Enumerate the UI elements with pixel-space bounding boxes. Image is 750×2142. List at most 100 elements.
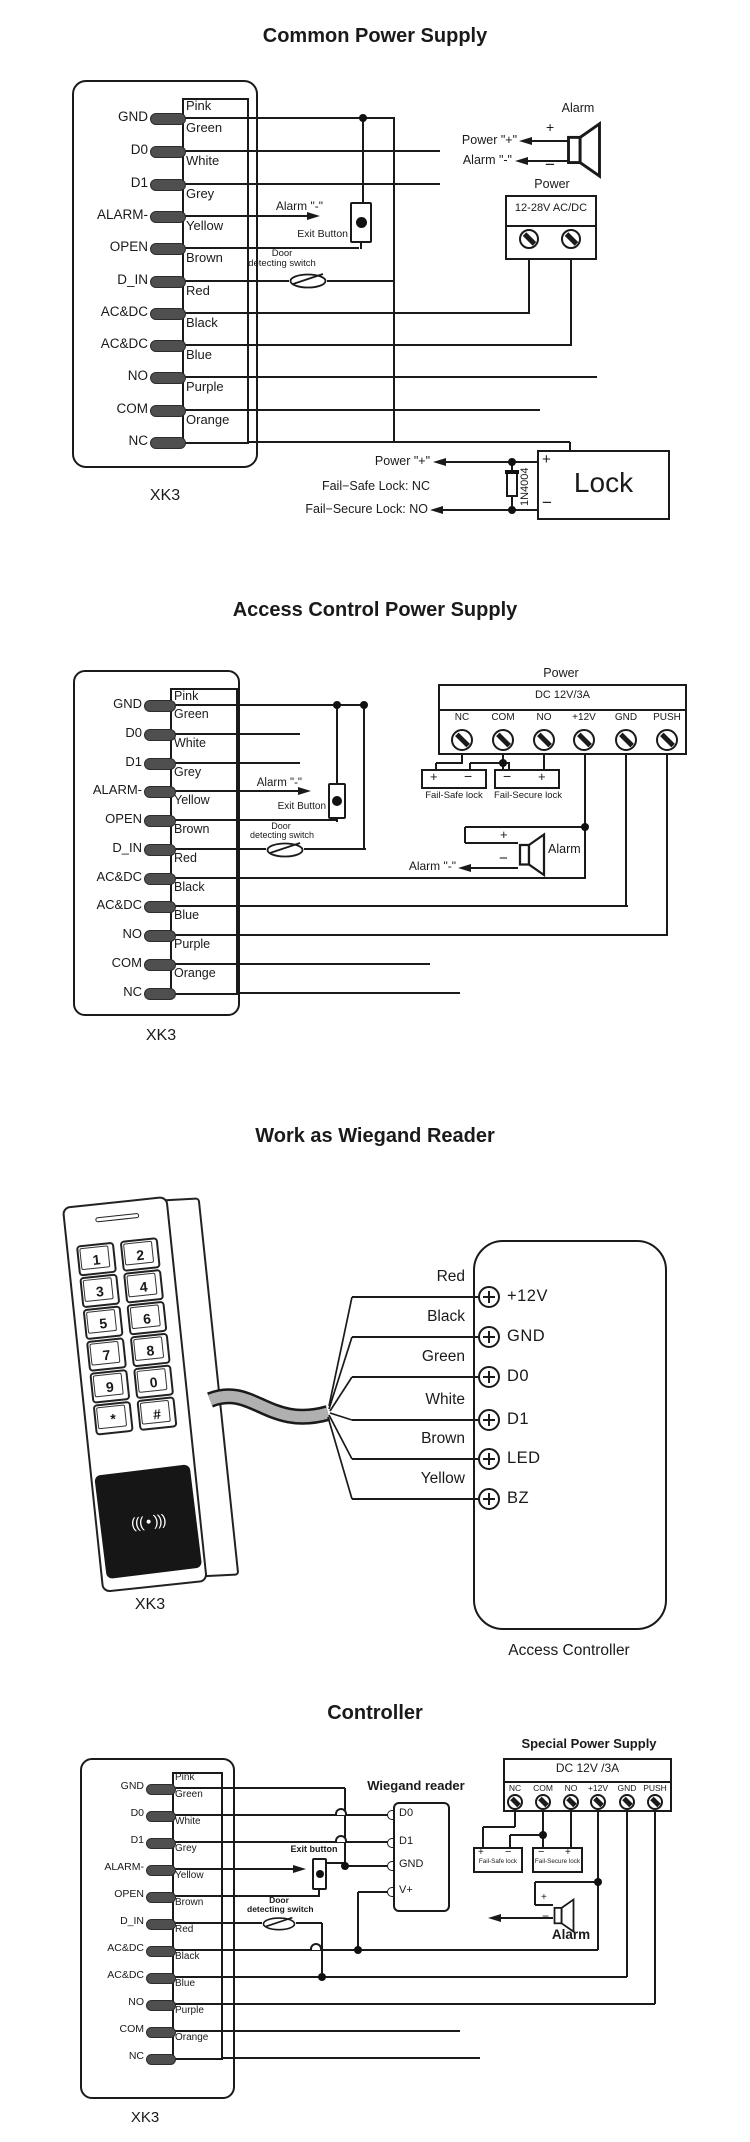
reader-pin-bump — [387, 1861, 393, 1871]
reader-pin-label: D0 — [399, 1807, 414, 1819]
pin-stub — [144, 758, 176, 770]
pin-stub — [144, 786, 176, 798]
fail-secure-lock-box — [494, 769, 560, 789]
s1-alarm-title: Alarm — [561, 101, 595, 115]
s1-exit-button-label: Exit Button — [297, 228, 348, 240]
pin-label: AC&DC — [96, 868, 142, 884]
s2-door-switch-label-1: Door — [271, 821, 291, 831]
s2-power-rating: DC 12V/3A — [534, 689, 591, 701]
s1-alarm-minus-sign: − — [545, 155, 555, 174]
s4-power-rating: DC 12V /3A — [555, 1761, 620, 1775]
table-row-line — [170, 704, 238, 706]
wire-color-label: Green — [175, 1789, 203, 1800]
pin-stub — [146, 1945, 176, 1957]
wire-segment — [510, 1834, 543, 1836]
s1-alarm-minus-wire-label: Alarm "-" — [275, 199, 323, 213]
reader-pin-label: GND — [399, 1858, 424, 1870]
wire-segment — [542, 1812, 544, 1847]
wire-color-label: Yellow — [175, 1870, 204, 1881]
s1-lock-label: Lock — [573, 467, 634, 498]
wire-segment — [318, 1890, 320, 1896]
wire-segment — [352, 1336, 478, 1338]
wire-color-label: Purple — [175, 2005, 204, 2016]
power-terminal-label: +12V — [587, 1783, 609, 1793]
power-terminal-label: GND — [614, 712, 638, 723]
fail-secure-lock-box — [532, 1847, 583, 1873]
wire-color-label: Black — [186, 315, 218, 330]
table-row-line — [170, 733, 238, 735]
wire-color-label: Orange — [174, 966, 216, 980]
pin-label: AC&DC — [100, 303, 148, 319]
s1-door-switch-label-2: detecting switch — [248, 258, 316, 269]
s4-door-switch-label-1: Door — [269, 1895, 289, 1905]
pin-stub — [144, 930, 176, 942]
s4-exit-button-label: Exit button — [290, 1844, 338, 1854]
s1-power-rating: 12-28V AC/DC — [514, 202, 588, 214]
wire-segment — [238, 704, 366, 706]
rfid-waves-icon: ((( • ))) — [129, 1511, 167, 1533]
controller-terminal-label: GND — [507, 1327, 546, 1345]
wire-segment — [532, 140, 568, 142]
table-row-line — [172, 1787, 223, 1789]
pin-label: OPEN — [114, 1888, 144, 1901]
s1-alarm-minus-label: Alarm "-" — [462, 153, 512, 167]
screw-cross — [487, 1331, 491, 1343]
wire-color-label: Blue — [175, 1978, 196, 1989]
pin-label: OPEN — [105, 810, 142, 826]
pin-stub — [144, 844, 176, 856]
table-row-line — [172, 2003, 223, 2005]
keypad-key: 2 — [119, 1237, 161, 1272]
table-row-line — [182, 344, 249, 346]
pin-stub — [146, 1918, 176, 1930]
s1-fail-secure-label: Fail−Secure Lock: NO — [305, 502, 428, 516]
wire-segment — [249, 247, 359, 249]
pin-label: GND — [120, 1780, 144, 1793]
wire-segment — [464, 827, 466, 843]
wire-segment — [238, 819, 338, 821]
rfid-panel: ((( • ))) — [94, 1464, 203, 1580]
power-terminal-label: PUSH — [653, 712, 681, 723]
s2-device-label: XK3 — [145, 1027, 177, 1044]
wire-segment — [223, 1922, 262, 1924]
s2-failsafe-minus: − — [464, 768, 473, 784]
access-controller-box — [473, 1240, 667, 1630]
wire-segment — [501, 1917, 553, 1919]
wire-segment — [238, 905, 628, 907]
wire-color-label: Brown — [186, 250, 223, 265]
wire-segment — [535, 1904, 553, 1906]
wire-color-label: Red — [175, 1924, 194, 1935]
wire-color-label: Yellow — [174, 793, 210, 807]
power-terminal-label: NO — [564, 1783, 578, 1793]
table-row-line — [172, 1841, 223, 1843]
pin-label: D1 — [125, 753, 142, 769]
wire-segment — [304, 848, 366, 850]
pin-label: AC&DC — [107, 1942, 144, 1955]
table-row-line — [182, 312, 249, 314]
wire-segment — [249, 376, 597, 378]
power-terminal-label: NC — [508, 1783, 522, 1793]
door-switch-icon — [266, 842, 304, 858]
power-terminal-label: NO — [536, 712, 552, 723]
power-terminal-label: NC — [454, 712, 470, 723]
junction-dot — [359, 114, 367, 122]
keypad-key: 1 — [75, 1241, 117, 1277]
pin-label: D_IN — [112, 839, 142, 855]
pin-stub — [144, 901, 176, 913]
arrow-right-icon — [293, 1864, 306, 1873]
alarm-speaker-icon — [553, 1897, 575, 1934]
wire-hop — [335, 1835, 347, 1842]
keypad-key: 3 — [79, 1273, 121, 1309]
s2-failsecure-plus: + — [538, 769, 546, 784]
wire-color-label: Red — [186, 283, 210, 298]
pin-label: COM — [116, 400, 149, 416]
s2-alarm-minus-label: Alarm "-" — [408, 859, 456, 873]
power-terminal-label: GND — [617, 1783, 637, 1793]
wire-segment — [223, 2057, 480, 2059]
s2-power-title: Power — [543, 666, 579, 680]
wire-segment — [238, 934, 668, 936]
wire-segment — [238, 733, 300, 735]
exit-button-dot — [332, 796, 342, 806]
wire-color-label: Black — [427, 1308, 465, 1325]
pin-label: GND — [118, 108, 148, 124]
pin-label: D0 — [125, 724, 142, 740]
